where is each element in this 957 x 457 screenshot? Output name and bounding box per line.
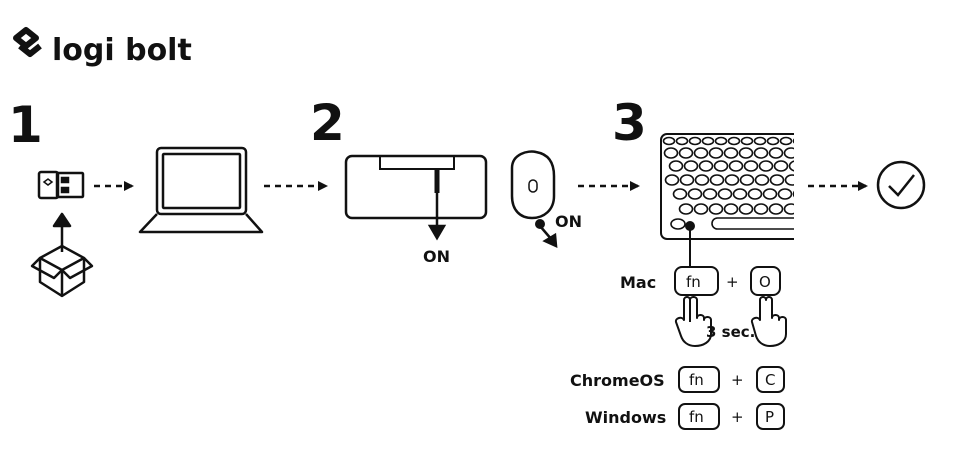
checkmark-circle-icon: [876, 160, 926, 210]
keycap: [788, 160, 794, 172]
keycap: [779, 136, 793, 146]
chromeos-fn-key-label: fn: [689, 371, 704, 389]
keycap: [758, 160, 774, 172]
keyboard-icon: [660, 133, 822, 240]
box-unpack-icon: [30, 212, 94, 298]
keycap: [688, 136, 702, 146]
step-number-1: 1: [8, 96, 43, 154]
keycap: [678, 203, 694, 215]
keycap: [664, 174, 680, 186]
on-label-receiver: ON: [423, 247, 450, 266]
keycap: [727, 136, 741, 146]
mac-fn-key-label: fn: [686, 273, 701, 291]
mac-o-key: [750, 266, 781, 296]
spacebar-key: [711, 217, 794, 230]
keycap: [698, 160, 714, 172]
hand-press-icon: [674, 296, 712, 347]
keycap: [805, 161, 818, 171]
keyboard-battery-pull-tab-icon: [344, 154, 488, 241]
keycap: [738, 203, 754, 215]
keycap: [663, 147, 679, 159]
hold-duration: 3 sec.: [706, 323, 755, 341]
keycap: [747, 188, 763, 200]
windows-p-key-label: P: [765, 408, 774, 426]
mac-o-key-label: O: [759, 273, 771, 291]
keycap: [662, 136, 676, 146]
chromeos-c-key-label: C: [765, 371, 775, 389]
keycap: [800, 148, 813, 158]
keycap: [769, 174, 785, 186]
keycap: [702, 188, 718, 200]
step-number-2: 2: [310, 94, 345, 152]
keycap: [753, 136, 767, 146]
step-number-3: 3: [612, 94, 647, 152]
keycap: [777, 188, 793, 200]
windows-fn-key: [678, 403, 720, 430]
windows-label: Windows: [585, 408, 666, 427]
keycap: [800, 204, 813, 214]
keycap: [701, 136, 715, 146]
keycap: [717, 188, 733, 200]
keycap: [784, 174, 794, 186]
keycap: [739, 174, 755, 186]
mac-plus: +: [726, 273, 739, 291]
keycap: [723, 203, 739, 215]
keycap: [762, 188, 778, 200]
keycap: [768, 203, 784, 215]
windows-plus: +: [731, 408, 744, 426]
keycap: [738, 147, 754, 159]
keycap: [792, 190, 794, 198]
keycap: [743, 160, 759, 172]
keycap: [723, 147, 739, 159]
keycap: [693, 147, 709, 159]
keycap: [679, 174, 695, 186]
chromeos-plus: +: [731, 371, 744, 389]
keycap: [675, 136, 689, 146]
keycap: [694, 174, 710, 186]
keycap: [783, 147, 794, 159]
keycap: [672, 188, 688, 200]
keycap: [708, 147, 724, 159]
keycap: [753, 147, 769, 159]
keycap: [708, 203, 724, 215]
keycap: [753, 203, 769, 215]
keycap: [724, 174, 740, 186]
keycap: [809, 189, 822, 199]
keycap: [709, 174, 725, 186]
usb-receiver-icon: [37, 170, 85, 200]
brand-name: logi bolt: [52, 33, 192, 68]
keycap: [687, 188, 703, 200]
mac-fn-key: [674, 266, 719, 296]
keycap: [714, 136, 728, 146]
keycap: [768, 147, 784, 159]
on-label-mouse: ON: [555, 212, 582, 231]
chromeos-fn-key: [678, 366, 720, 393]
laptop-icon: [138, 146, 264, 234]
windows-fn-key-label: fn: [689, 408, 704, 426]
keycap: [773, 160, 789, 172]
keycap: [801, 175, 814, 185]
logi-bolt-logo-icon: [13, 27, 42, 57]
keycap: [670, 218, 686, 230]
windows-p-key: [756, 403, 785, 430]
keycap: [792, 138, 794, 144]
keycap: [713, 160, 729, 172]
keycap: [678, 147, 694, 159]
keycap: [783, 203, 794, 215]
keycap: [693, 203, 709, 215]
keycap: [728, 160, 744, 172]
keycap: [754, 174, 770, 186]
chromeos-c-key: [756, 366, 785, 393]
keycap: [740, 136, 754, 146]
mouse-icon: [510, 150, 558, 249]
keycap: [766, 136, 780, 146]
chromeos-label: ChromeOS: [570, 371, 665, 390]
keycap: [683, 160, 699, 172]
keycap: [732, 188, 748, 200]
keycap: [668, 160, 684, 172]
hand-press-icon: [750, 296, 787, 347]
mac-label: Mac: [620, 273, 656, 292]
